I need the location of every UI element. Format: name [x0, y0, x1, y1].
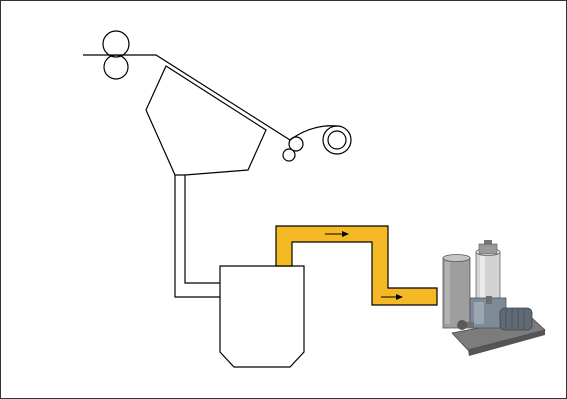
pipe-icon	[174, 175, 220, 298]
pipe-inner-wall	[184, 175, 220, 284]
duct-icon	[275, 225, 438, 306]
roots-blower-icon	[442, 240, 546, 356]
flow-arrow	[325, 231, 349, 237]
tank-icon	[219, 265, 305, 368]
flow-arrow	[381, 294, 403, 300]
web-line	[83, 54, 291, 141]
take-up-roll-icon	[282, 125, 352, 162]
